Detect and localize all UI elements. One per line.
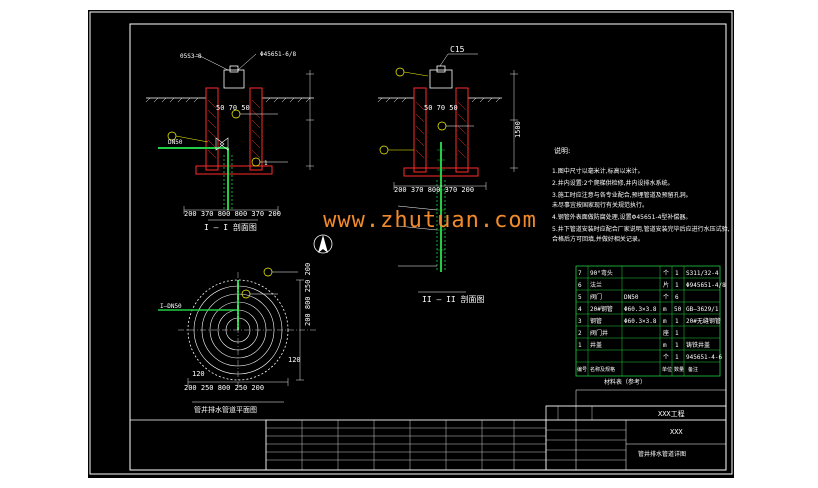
plan-dim-right: 200 800 250 200 bbox=[304, 263, 312, 326]
table-cell: Φ945651-4/8 bbox=[686, 282, 726, 289]
table-header-cell: 单位 bbox=[662, 366, 672, 373]
table-header-cell: 备注 bbox=[688, 366, 698, 373]
table-cell: 法兰 bbox=[590, 281, 602, 289]
table-cell: m bbox=[663, 342, 667, 349]
plan-dim-bottom: 200 250 800 250 200 bbox=[184, 384, 264, 392]
table-cell: 6 bbox=[675, 294, 679, 301]
table-cell: 20#钢管 bbox=[590, 305, 613, 313]
table-cell: 片 bbox=[663, 281, 669, 289]
section2-title: II — II 剖面图 bbox=[422, 294, 485, 304]
plan-label-dn50: I—DN50 bbox=[160, 303, 182, 310]
table-cell: DN50 bbox=[624, 294, 639, 301]
table-cell: 座 bbox=[663, 329, 669, 337]
table-cell: 20#无缝钢管 bbox=[686, 317, 721, 325]
table-cell: m bbox=[663, 306, 667, 313]
table-header-cell: 名称及规格 bbox=[590, 366, 615, 373]
parts-table-lines bbox=[575, 265, 721, 377]
title-block-lines: XXX工程 XXX 管井排水管道详图 bbox=[130, 389, 727, 471]
plan-dim-left: 120 bbox=[192, 370, 205, 378]
plan-title: 管井排水管道平面图 bbox=[194, 405, 257, 414]
table-cell: 个 bbox=[663, 270, 669, 277]
watermark-text: www.zhutuan.com bbox=[323, 208, 537, 233]
table-cell: 50 bbox=[674, 306, 682, 313]
table-cell: 阀门 bbox=[590, 293, 602, 301]
table-cell: 1 bbox=[675, 354, 679, 361]
title-company: XXX工程 bbox=[658, 409, 685, 418]
table-cell: 1 bbox=[675, 282, 679, 289]
table-cell: 个 bbox=[663, 294, 669, 301]
table-cell: 5 bbox=[578, 294, 582, 301]
section2-dim-bottom: 200 370 800 370 200 bbox=[394, 186, 474, 194]
notes-line-2: 2.井内设置:2个爬梯供检修,井内设排水系统。 bbox=[552, 180, 674, 187]
table-cell: S311/32-4 bbox=[686, 270, 719, 277]
outer-frame bbox=[89, 11, 733, 475]
section1-label-steel: Φ45651-6/8 bbox=[260, 51, 297, 58]
table-caption: 材料表（参考） bbox=[604, 378, 646, 386]
section2-dim-top: 50 70 50 bbox=[424, 104, 458, 112]
table-cell: 钢管 bbox=[590, 317, 602, 325]
notes-line-7: 合格后方可回填,并做好相关记录。 bbox=[552, 236, 644, 243]
table-cell: 6 bbox=[578, 282, 582, 289]
table-cell: GB—3629/1 bbox=[686, 306, 719, 313]
table-cell: 945651-4-6 bbox=[686, 354, 723, 361]
section1-title: I — I 剖面图 bbox=[204, 222, 257, 232]
inner-frame bbox=[129, 23, 727, 471]
section1-dim-bottom: 200 370 800 800 370 200 bbox=[184, 210, 281, 218]
section1-label-ref: 05S3—8 bbox=[180, 53, 202, 60]
table-cell: 2 bbox=[578, 330, 582, 337]
notes-title: 说明: bbox=[554, 147, 571, 155]
notes-line-4: 未尽事宜按国家现行有关规范执行。 bbox=[552, 202, 649, 209]
north-arrow-icon bbox=[313, 234, 333, 254]
notes-line-6: 5.井下管道安装时应配合厂家说明,管道安装完毕后应进行水压试验, bbox=[552, 226, 730, 233]
table-cell: 90°弯头 bbox=[590, 269, 613, 277]
table-cell: 1 bbox=[675, 342, 679, 349]
table-cell: 1 bbox=[675, 330, 679, 337]
table-cell: m bbox=[663, 318, 667, 325]
table-cell: 井盖 bbox=[590, 341, 602, 349]
table-cell: Φ60.3×3.8 bbox=[624, 318, 657, 325]
table-cell: 1 bbox=[675, 318, 679, 325]
drawing-sheet: 50 70 50 200 370 800 800 370 200 I — I 剖… bbox=[88, 10, 734, 478]
table-cell: 1 bbox=[578, 342, 582, 349]
title-drawing: 管井排水管道详图 bbox=[638, 450, 686, 458]
section1-label-right: 1 bbox=[264, 160, 268, 167]
section2-dim-side: 1500 bbox=[514, 121, 522, 138]
table-cell: Φ60.3×3.8 bbox=[624, 306, 657, 313]
table-row: 7 bbox=[578, 270, 582, 277]
table-cell: 铸铁井盖 bbox=[686, 341, 710, 349]
plan-dim-right2: 120 bbox=[288, 356, 301, 364]
notes-line-5: 4.钢管外表面做防腐处理,设置Φ45651-4型补偿器。 bbox=[552, 214, 692, 221]
parts-table: 7 90°弯头 个 1 S311/32-4 6 法兰 片 1 Φ945651-4… bbox=[577, 269, 726, 386]
table-cell: 3 bbox=[578, 318, 582, 325]
notes-line-3: 3.施工时应注意与各专业配合,预埋管道及预留孔洞。 bbox=[552, 192, 692, 199]
table-cell: 阀门井 bbox=[590, 329, 608, 337]
table-cell: 个 bbox=[663, 354, 669, 361]
section1-label-dn50: DN50 bbox=[168, 139, 183, 146]
section2-label-c15: C15 bbox=[450, 45, 465, 54]
table-header-cell: 编号 bbox=[577, 366, 587, 373]
section-2-view: C15 50 70 50 200 370 800 370 200 1500 II… bbox=[377, 45, 522, 304]
title-project: XXX bbox=[670, 428, 683, 436]
notes-line-1: 1.图中尺寸以毫米计,标高以米计。 bbox=[552, 168, 644, 175]
table-cell: 4 bbox=[578, 306, 582, 313]
plan-view: I—DN50 120 200 250 800 250 200 200 800 2… bbox=[158, 263, 318, 414]
table-header-cell: 数量 bbox=[674, 366, 684, 373]
cad-drawing: 50 70 50 200 370 800 800 370 200 I — I 剖… bbox=[89, 11, 733, 475]
table-cell: 1 bbox=[675, 270, 679, 277]
section1-dim-top: 50 70 50 bbox=[216, 104, 250, 112]
section-1-view: 50 70 50 200 370 800 800 370 200 I — I 剖… bbox=[145, 51, 314, 232]
